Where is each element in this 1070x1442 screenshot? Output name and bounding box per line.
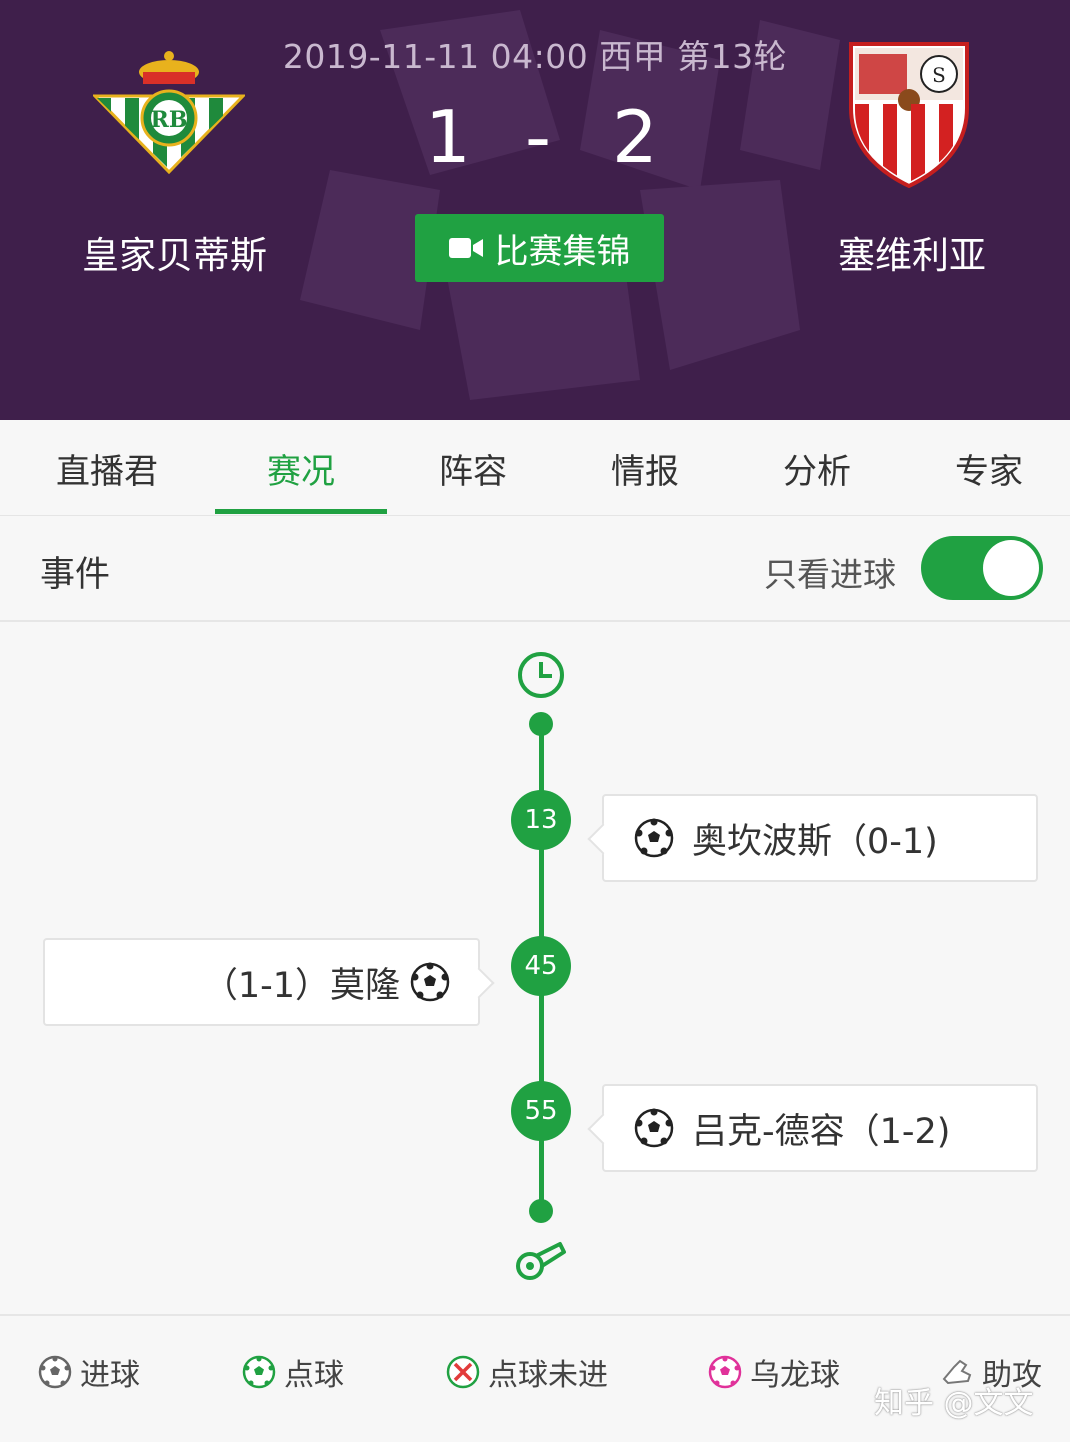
assist-boot-icon xyxy=(942,1359,972,1385)
score-separator: - xyxy=(525,95,551,179)
legend-label: 点球 xyxy=(284,1358,344,1393)
tab-match-status[interactable]: 赛况 xyxy=(267,451,335,492)
event-text: 吕克-德容（1-2) xyxy=(692,1111,951,1152)
legend-own-goal: 乌龙球 xyxy=(708,1350,840,1394)
tab-intel[interactable]: 情报 xyxy=(611,451,679,492)
legend-bar: 进球 点球 点球未进 乌龙球 助攻 xyxy=(0,1314,1070,1442)
penalty-missed-icon xyxy=(446,1355,480,1389)
legend-label: 点球未进 xyxy=(488,1358,608,1393)
tab-lineup[interactable]: 阵容 xyxy=(439,451,507,492)
toggle-knob xyxy=(983,540,1039,596)
home-team-name[interactable]: 皇家贝蒂斯 xyxy=(82,234,267,277)
tab-bar: 直播君 赛况 阵容 情报 分析 专家 xyxy=(0,420,1070,516)
event-text: 奥坎波斯（0-1) xyxy=(692,821,938,862)
event-timeline: 13 奥坎波斯（0-1) 45 （1-1）莫隆 55 吕克-德容 xyxy=(0,624,1070,1314)
legend-penalty: 点球 xyxy=(242,1350,344,1394)
timeline-start-dot xyxy=(529,712,553,736)
tab-analysis[interactable]: 分析 xyxy=(783,451,851,492)
sevilla-crest-icon: S xyxy=(849,42,969,188)
away-team-name[interactable]: 塞维利亚 xyxy=(838,234,986,277)
match-header: RB S 2019-11-11 04:00 西甲 第13轮 1 - 2 皇家贝蒂… xyxy=(0,0,1070,420)
legend-label: 助攻 xyxy=(982,1358,1042,1393)
soccer-ball-icon xyxy=(410,962,450,1002)
legend-penalty-missed: 点球未进 xyxy=(446,1350,608,1394)
events-header: 事件 只看进球 xyxy=(0,516,1070,622)
watermark: 知乎 @文文 xyxy=(874,1386,1034,1421)
legend-label: 进球 xyxy=(80,1358,140,1393)
event-minute-badge: 45 xyxy=(511,936,571,996)
legend-assist: 助攻 xyxy=(940,1350,1042,1394)
match-meta: 2019-11-11 04:00 西甲 第13轮 xyxy=(282,37,788,76)
svg-text:RB: RB xyxy=(151,107,188,133)
video-camera-icon xyxy=(448,238,483,258)
events-title: 事件 xyxy=(40,555,111,595)
own-goal-icon xyxy=(708,1355,742,1389)
active-tab-indicator xyxy=(215,509,387,514)
timeline-end-dot xyxy=(529,1199,553,1223)
goals-only-toggle[interactable] xyxy=(921,536,1043,600)
event-card-away[interactable]: 奥坎波斯（0-1) xyxy=(602,794,1038,882)
tab-live[interactable]: 直播君 xyxy=(56,451,158,492)
home-score: 1 xyxy=(425,95,471,179)
clock-icon xyxy=(518,652,564,698)
tab-experts[interactable]: 专家 xyxy=(955,451,1023,492)
legend-label: 乌龙球 xyxy=(750,1358,840,1393)
penalty-icon xyxy=(242,1355,276,1389)
event-card-away[interactable]: 吕克-德容（1-2) xyxy=(602,1084,1038,1172)
highlights-label: 比赛集锦 xyxy=(494,231,631,272)
event-minute-badge: 55 xyxy=(511,1081,571,1141)
goals-only-label: 只看进球 xyxy=(764,555,896,594)
event-text: （1-1）莫隆 xyxy=(202,965,400,1006)
svg-text:S: S xyxy=(932,63,946,87)
soccer-ball-icon xyxy=(634,818,674,858)
event-card-home[interactable]: （1-1）莫隆 xyxy=(43,938,480,1026)
legend-goal: 进球 xyxy=(38,1350,140,1394)
real-betis-crest-icon: RB xyxy=(93,51,245,174)
league-logo-background xyxy=(300,10,840,400)
goal-icon xyxy=(38,1355,72,1389)
event-minute-badge: 13 xyxy=(511,790,571,850)
away-score: 2 xyxy=(612,95,658,179)
whistle-icon xyxy=(516,1242,566,1280)
highlights-button[interactable]: 比赛集锦 xyxy=(415,214,664,282)
soccer-ball-icon xyxy=(634,1108,674,1148)
